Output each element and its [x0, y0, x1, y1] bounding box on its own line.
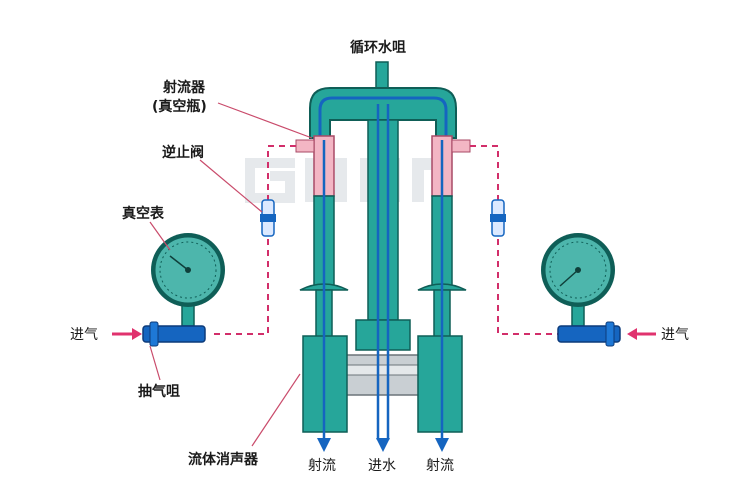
label-ejector-line2: (真空瓶) [152, 98, 207, 115]
gas-lines-dashed [210, 145, 560, 335]
watermark-logo [245, 158, 447, 203]
top-manifold [309, 61, 457, 140]
label-out-center: 进水 [368, 458, 396, 474]
base-frame [337, 354, 429, 396]
vacuum-gauge-right [541, 233, 621, 347]
inlet-arrow-left-icon [112, 328, 142, 340]
label-fluid-muffler: 流体消声器 [188, 451, 259, 468]
arrow-out-right-icon [435, 438, 449, 452]
label-out-right: 射流 [426, 458, 454, 474]
flow-lines [322, 104, 444, 440]
inlet-arrows [112, 328, 656, 340]
check-valve-right [490, 199, 506, 237]
check-valve-left [260, 199, 276, 237]
central-column [355, 119, 411, 351]
inlet-arrow-right-icon [627, 328, 656, 340]
label-vacuum-gauge: 真空表 [122, 205, 165, 222]
label-ejector-line1: 射流器 [162, 79, 206, 96]
leader-lines [149, 102, 313, 447]
flow-arrows [317, 438, 449, 452]
label-check-valve: 逆止阀 [162, 144, 204, 161]
ejector-right [417, 135, 471, 433]
arrow-out-left-icon [317, 438, 331, 452]
label-suction-nozzle: 抽气咀 [138, 383, 180, 400]
label-inlet-right: 进气 [661, 327, 689, 343]
label-out-left: 射流 [308, 458, 336, 474]
arrow-in-center-icon [376, 438, 390, 452]
label-nozzle: 循环水咀 [350, 39, 406, 56]
vacuum-gauge-left [142, 233, 225, 347]
label-inlet-left: 进气 [70, 327, 98, 343]
